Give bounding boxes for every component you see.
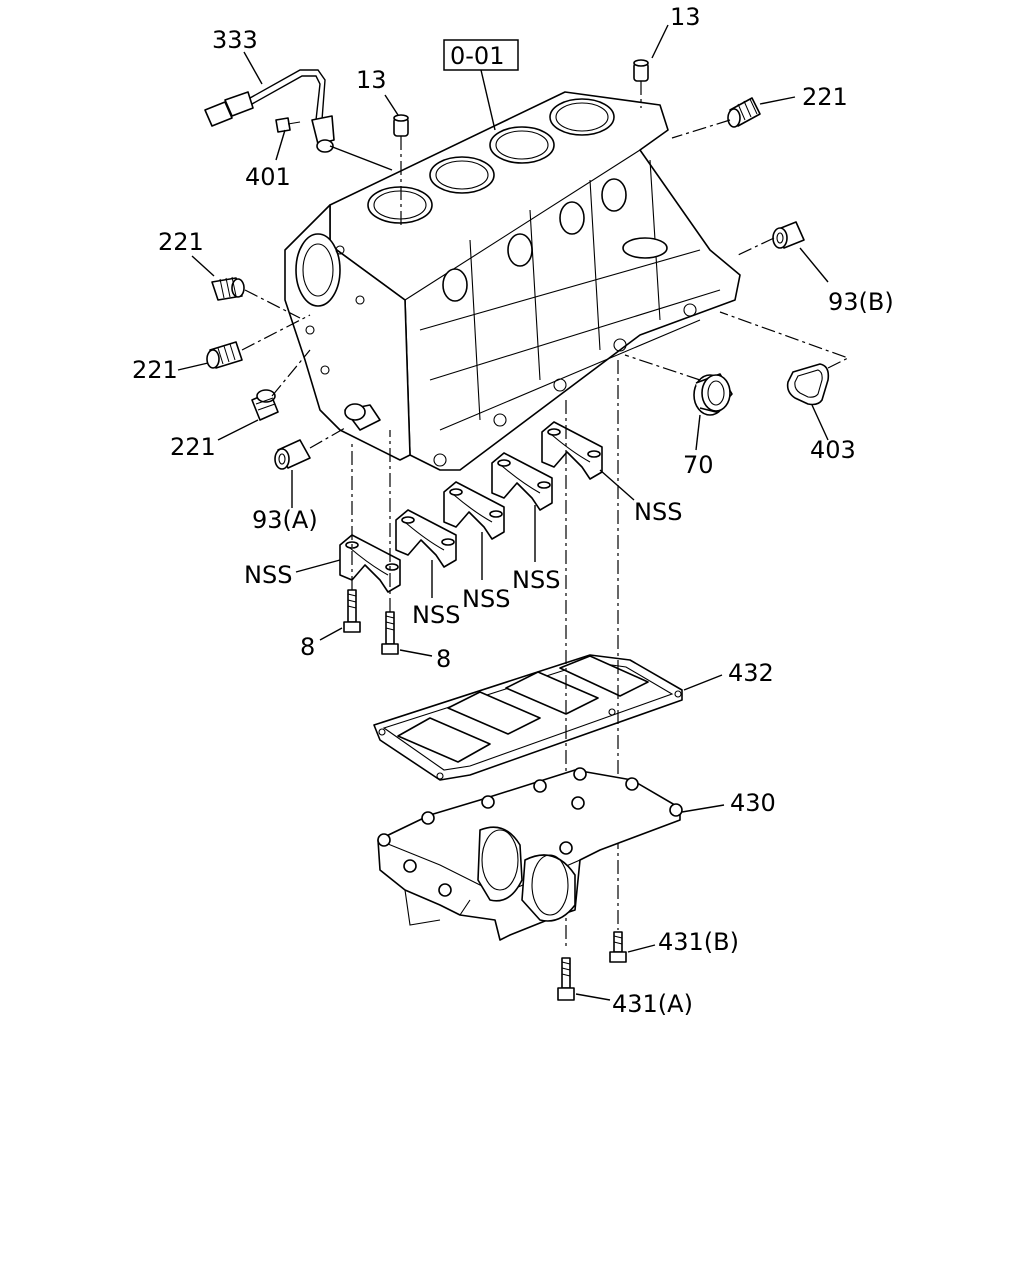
o-ring <box>719 311 850 441</box>
callout-430: 430 <box>730 789 776 817</box>
gasket <box>373 654 723 781</box>
callout-nss-4: NSS <box>512 566 560 594</box>
main-bearing-cap-1 <box>339 534 401 593</box>
callout-403: 403 <box>810 436 856 464</box>
expansion-plug-left-mid <box>177 314 311 371</box>
callout-93b: 93(B) <box>828 288 894 316</box>
bushing-b <box>737 221 829 283</box>
frame-bolt-a <box>557 957 611 1001</box>
callout-nss-1: NSS <box>244 561 292 589</box>
cap-bolt-right <box>381 430 433 657</box>
expansion-plug-left-bottom <box>217 349 311 441</box>
reference-label: 0-01 <box>450 42 504 70</box>
callout-431b: 431(B) <box>658 928 739 956</box>
reference-box: 0-01 <box>443 39 519 131</box>
callout-221-left-bottom: 221 <box>170 433 216 461</box>
callout-401: 401 <box>245 163 291 191</box>
callout-432: 432 <box>728 659 774 687</box>
callout-13-left: 13 <box>356 66 387 94</box>
main-bearing-cap-4 <box>491 452 553 511</box>
expansion-plug-top-right <box>671 96 796 139</box>
callout-333: 333 <box>212 26 258 54</box>
callout-8-left: 8 <box>300 633 315 661</box>
callout-70: 70 <box>683 451 714 479</box>
cylinder-block <box>284 91 741 471</box>
callout-nss-5: NSS <box>634 498 682 526</box>
main-bearing-cap-3 <box>443 481 505 540</box>
expansion-plug-left-top <box>191 255 301 319</box>
main-bearing-cap-2 <box>395 509 457 568</box>
main-bearing-cap-5 <box>541 421 603 480</box>
dowel-pin-right <box>633 24 669 108</box>
callout-221-left-mid: 221 <box>132 356 178 384</box>
callout-221-top-right: 221 <box>802 83 848 111</box>
callout-8-right: 8 <box>436 645 451 673</box>
dowel-pin-left <box>384 94 409 225</box>
callout-13-right: 13 <box>670 3 701 31</box>
callout-93a: 93(A) <box>252 506 318 534</box>
frame-bolt-b <box>609 931 656 963</box>
callout-nss-2: NSS <box>412 601 460 629</box>
ladder-frame <box>377 767 725 941</box>
callout-431a: 431(A) <box>612 990 693 1018</box>
callout-221-left-top: 221 <box>158 228 204 256</box>
oil-seal <box>624 354 733 451</box>
bushing-a <box>274 427 346 508</box>
callout-nss-3: NSS <box>462 585 510 613</box>
cap-bolt-left <box>319 440 361 641</box>
sensor-harness <box>204 69 393 171</box>
